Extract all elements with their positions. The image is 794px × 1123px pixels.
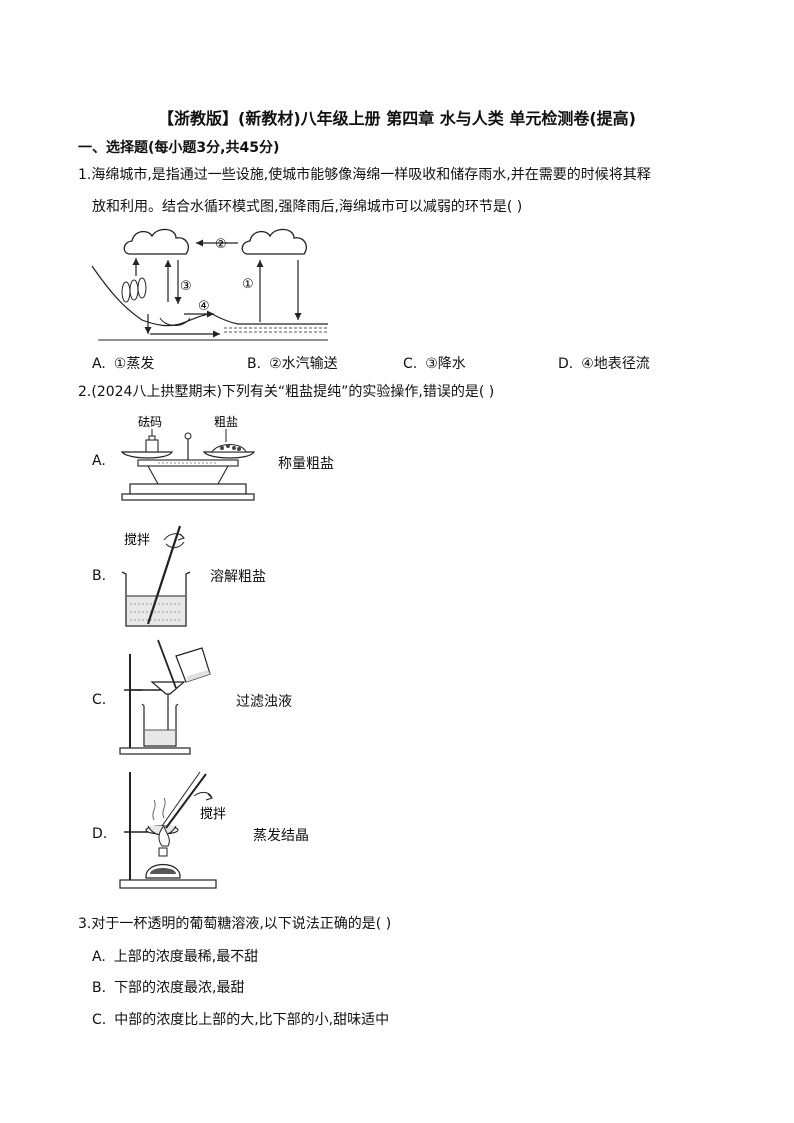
q2-option-a-letter[interactable]: A. [92,453,106,469]
q2-option-c-letter[interactable]: C. [92,692,107,708]
caption-filter: 过滤浊液 [236,694,292,710]
q3-option-b[interactable]: B.下部的浓度最浓,最甜 [92,980,245,996]
tree-2 [129,279,139,301]
q1-stem-line1: 1.海绵城市,是指通过一些设施,使城市能够像海绵一样吸收和储存雨水,并在需要的时… [78,167,651,183]
label-4: ④ [198,299,210,314]
pond [159,317,191,326]
q3-option-a[interactable]: A.上部的浓度最稀,最不甜 [92,949,259,965]
label-stir-b: 搅拌 [124,532,150,548]
left-cloud [123,228,190,255]
dissolve-beaker-diagram: 搅拌 [121,525,191,627]
label-stir-d: 搅拌 [200,806,226,822]
label-2: ② [215,237,227,252]
q2-option-d-letter[interactable]: D. [92,826,108,842]
label-weights: 砝码 [138,414,162,429]
q1-option-a[interactable]: A.①蒸发 [92,356,155,372]
q3-option-c[interactable]: C.中部的浓度比上部的大,比下部的小,甜味适中 [92,1012,390,1028]
label-3: ③ [180,279,192,294]
caption-weigh-salt: 称量粗盐 [278,456,334,472]
balance-diagram: 砝码 粗盐 [120,414,255,501]
hill-slope [91,265,328,327]
q1-stem-line2: 放和利用。结合水循环模式图,强降雨后,海绵城市可以减弱的环节是( ) [92,199,523,215]
evaporation-diagram: 搅拌 [119,771,226,889]
label-crude-salt: 粗盐 [214,415,238,429]
q2-option-b-letter[interactable]: B. [92,568,107,584]
q1-option-d[interactable]: D.④地表径流 [558,356,650,372]
section-heading: 一、选择题(每小题3分,共45分) [78,140,280,156]
tree-1 [121,281,131,303]
page-title: 【浙教版】(新教材)八年级上册 第四章 水与人类 单元检测卷(提高) [158,109,636,128]
q1-option-b[interactable]: B.②水汽输送 [247,356,338,372]
label-1: ① [242,277,254,292]
filtration-diagram [119,639,211,755]
tree-3 [137,277,147,299]
q2-stem: 2.(2024八上拱墅期末)下列有关“粗盐提纯”的实验操作,错误的是( ) [78,384,495,400]
caption-evaporate: 蒸发结晶 [253,828,309,844]
q3-stem: 3.对于一杯透明的葡萄糖溶液,以下说法正确的是( ) [78,916,392,932]
caption-dissolve-salt: 溶解粗盐 [210,569,266,585]
q1-option-c[interactable]: C.③降水 [403,356,466,372]
water-cycle-diagram: ② ③ ④ ① [91,228,328,341]
right-cloud [241,228,308,255]
